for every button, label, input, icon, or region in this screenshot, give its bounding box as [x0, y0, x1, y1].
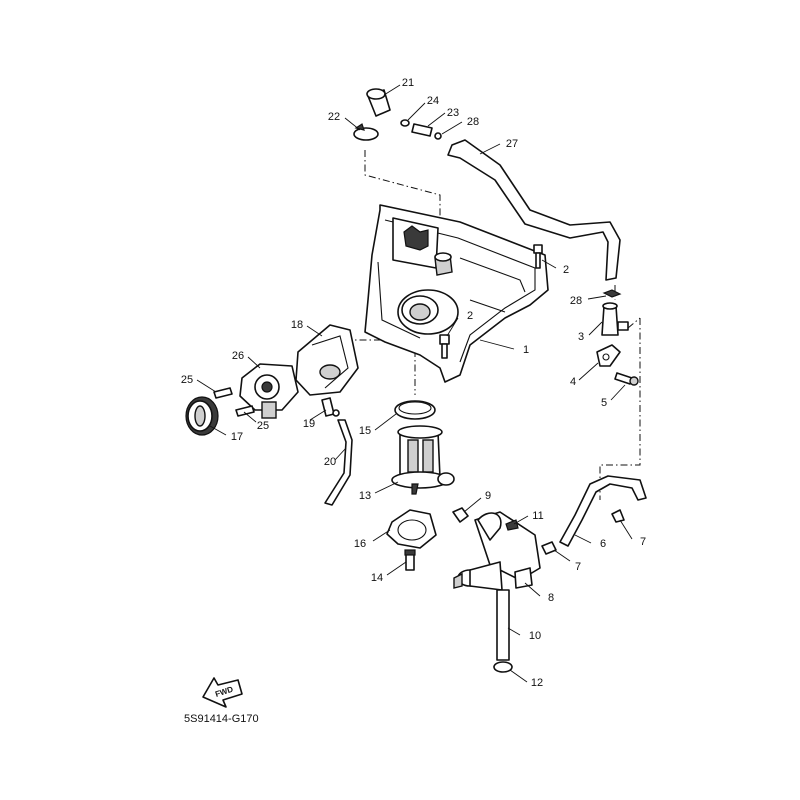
callout-3: 3	[578, 331, 584, 343]
callout-11: 11	[532, 510, 543, 522]
callout-28-lower: 28	[570, 295, 582, 307]
cap-17	[185, 396, 219, 436]
joint-23	[411, 123, 433, 137]
callout-8: 8	[548, 592, 554, 604]
clip-7-upper	[611, 509, 625, 523]
holder-4	[596, 344, 621, 367]
clip-11	[505, 519, 519, 531]
assembly-26	[239, 363, 299, 419]
callout-7-upper: 7	[640, 536, 646, 548]
hose-10	[496, 589, 510, 661]
screw-5	[614, 372, 639, 386]
callout-10: 10	[529, 630, 541, 642]
hose-6	[559, 475, 647, 547]
callout-1: 1	[523, 344, 529, 356]
plate-16	[386, 509, 437, 549]
screw-25-right	[235, 405, 255, 417]
drawing-code: 5S91414-G170	[184, 713, 259, 725]
callout-20: 20	[324, 456, 336, 468]
callout-13: 13	[359, 490, 371, 502]
clamp-22	[353, 123, 379, 141]
callout-16: 16	[354, 538, 366, 550]
callout-22: 22	[328, 111, 340, 123]
callout-21: 21	[402, 77, 414, 89]
fuel-filter-3	[601, 302, 629, 336]
callout-4: 4	[570, 376, 576, 388]
callout-15: 15	[359, 425, 371, 437]
callout-18: 18	[291, 319, 303, 331]
joint-19	[321, 397, 340, 417]
fuel-valve-8	[453, 511, 541, 591]
bolt-2-upper	[533, 244, 543, 269]
callout-17: 17	[231, 431, 243, 443]
callout-25-left: 25	[181, 374, 193, 386]
callout-9: 9	[485, 490, 491, 502]
clip-7-lower	[541, 541, 557, 555]
clip-28-upper	[434, 132, 442, 140]
hose-20	[324, 419, 353, 506]
fuel-tank	[364, 204, 549, 383]
callout-19: 19	[303, 418, 315, 430]
callout-5: 5	[601, 397, 607, 409]
callout-6: 6	[600, 538, 606, 550]
callout-2-upper: 2	[563, 264, 569, 276]
callout-27: 27	[506, 138, 518, 150]
fwd-arrow-icon: FWD	[202, 677, 243, 708]
callout-25-right: 25	[257, 420, 269, 432]
callout-12: 12	[531, 677, 543, 689]
callout-24: 24	[427, 95, 439, 107]
callout-7-lower: 7	[575, 561, 581, 573]
screw-25-left	[213, 387, 233, 399]
clip-28-lower	[602, 289, 622, 298]
callout-28-upper: 28	[467, 116, 479, 128]
leader-lines	[196, 84, 633, 683]
fuel-pump-13	[391, 425, 455, 495]
bolt-14	[404, 549, 416, 571]
gasket-15	[394, 400, 436, 420]
breather-hose-27	[447, 139, 621, 281]
callout-14: 14	[371, 572, 383, 584]
callout-2-lower: 2	[467, 310, 473, 322]
clip-12	[493, 661, 513, 673]
callout-26: 26	[232, 350, 244, 362]
cover-18	[295, 324, 359, 396]
bolt-2-lower	[439, 334, 450, 359]
callout-23: 23	[447, 107, 459, 119]
o-ring-24	[400, 119, 410, 127]
callout-labels: 21 22 24 23 28 27 2 2 1 28 3 4 5 18 26 2…	[181, 77, 646, 689]
